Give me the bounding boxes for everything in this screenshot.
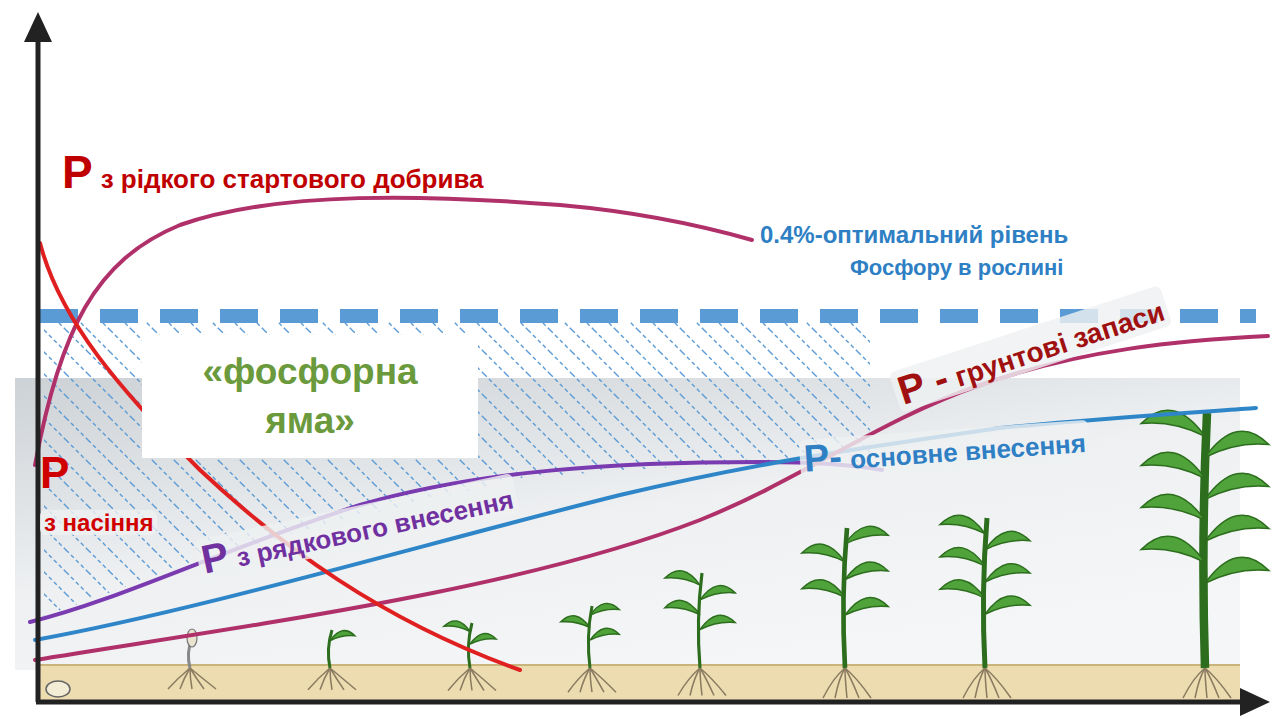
leaf — [700, 586, 735, 600]
curve-label-text: з рідкого стартового добрива — [101, 166, 484, 193]
soil-band — [38, 664, 1240, 700]
callout-box: «фосфорна яма» — [142, 335, 478, 458]
corn-plant — [665, 571, 735, 696]
leaf — [330, 631, 355, 641]
leaf — [940, 548, 985, 566]
curve-label-text: грунтові запаси — [951, 297, 1168, 392]
root — [330, 668, 356, 690]
seed — [46, 681, 70, 697]
root — [845, 668, 859, 698]
root — [1195, 668, 1205, 698]
corn-plant — [802, 526, 888, 698]
corn-plant — [1141, 410, 1269, 698]
curve-label: Фосфору в рослині — [850, 256, 1063, 279]
root — [568, 668, 590, 692]
root — [590, 668, 604, 692]
curve-label-text: P — [198, 534, 233, 581]
leaf — [985, 531, 1030, 549]
leaf — [985, 564, 1030, 582]
root — [975, 668, 985, 698]
leaf — [665, 571, 700, 585]
curve-label: 0.4%-оптимальний рівень — [760, 222, 1068, 247]
leaf — [1141, 536, 1205, 562]
leaf — [1141, 494, 1205, 520]
shoot — [187, 629, 197, 647]
root — [180, 668, 190, 689]
curve-label-text: P- — [803, 437, 844, 479]
corn-plant — [444, 621, 496, 691]
root — [320, 668, 330, 690]
root — [1205, 668, 1219, 698]
row-curve — [30, 462, 882, 622]
leaf — [940, 515, 985, 533]
root — [823, 668, 845, 698]
root — [308, 668, 330, 690]
seed-curve — [40, 243, 520, 670]
leaf — [561, 616, 590, 628]
leaf — [444, 621, 470, 632]
root — [700, 668, 726, 696]
axes — [24, 12, 1270, 716]
root — [963, 668, 985, 698]
root — [168, 668, 190, 689]
leaf — [1205, 557, 1269, 583]
root — [470, 668, 484, 691]
root — [590, 668, 616, 692]
leaf — [985, 596, 1030, 614]
root — [985, 668, 999, 698]
root — [700, 668, 714, 696]
leaf — [590, 628, 619, 640]
leaf — [802, 580, 845, 598]
stem — [843, 528, 847, 668]
leaf — [940, 580, 985, 598]
root — [690, 668, 700, 696]
curve-label-text: 0.4%-оптимальний рівень — [760, 222, 1068, 247]
root — [448, 668, 470, 691]
curve-label: Pз рідкого стартового добрива — [62, 148, 484, 196]
leaf — [1205, 431, 1269, 457]
root — [470, 668, 496, 691]
leaf — [1141, 452, 1205, 478]
root — [835, 668, 845, 698]
corn-plant — [561, 603, 619, 692]
leaf — [470, 633, 496, 644]
corn-plant — [940, 515, 1030, 698]
root — [1183, 668, 1205, 698]
curve-label: P — [40, 450, 69, 496]
root — [678, 668, 700, 696]
starter-curve — [35, 198, 752, 465]
curve-label: з насіння — [40, 510, 157, 535]
stem — [983, 518, 987, 668]
root — [580, 668, 590, 692]
leaf — [700, 615, 735, 629]
leaf — [845, 562, 888, 580]
root — [845, 668, 871, 698]
root — [985, 668, 1011, 698]
stem — [328, 630, 332, 668]
callout-text: «фосфорна яма» — [195, 348, 425, 444]
stem — [698, 573, 702, 668]
leaf — [845, 526, 888, 544]
corn-plant — [308, 630, 356, 690]
root — [460, 668, 470, 691]
curves — [30, 198, 1268, 670]
curve-label-text: P — [40, 450, 69, 496]
leaf — [845, 598, 888, 616]
leaf — [665, 600, 700, 614]
curve-label-text: P — [62, 148, 93, 196]
soil-line — [38, 664, 1240, 666]
leaf — [802, 544, 845, 562]
leaf — [1205, 515, 1269, 541]
root — [1205, 668, 1231, 698]
leaf — [590, 603, 619, 615]
leaf — [1205, 473, 1269, 499]
root — [190, 668, 216, 689]
curve-label-text: з насіння — [44, 510, 153, 535]
soil-curve — [35, 336, 1268, 660]
curve-label-text: Фосфору в рослині — [850, 256, 1063, 279]
